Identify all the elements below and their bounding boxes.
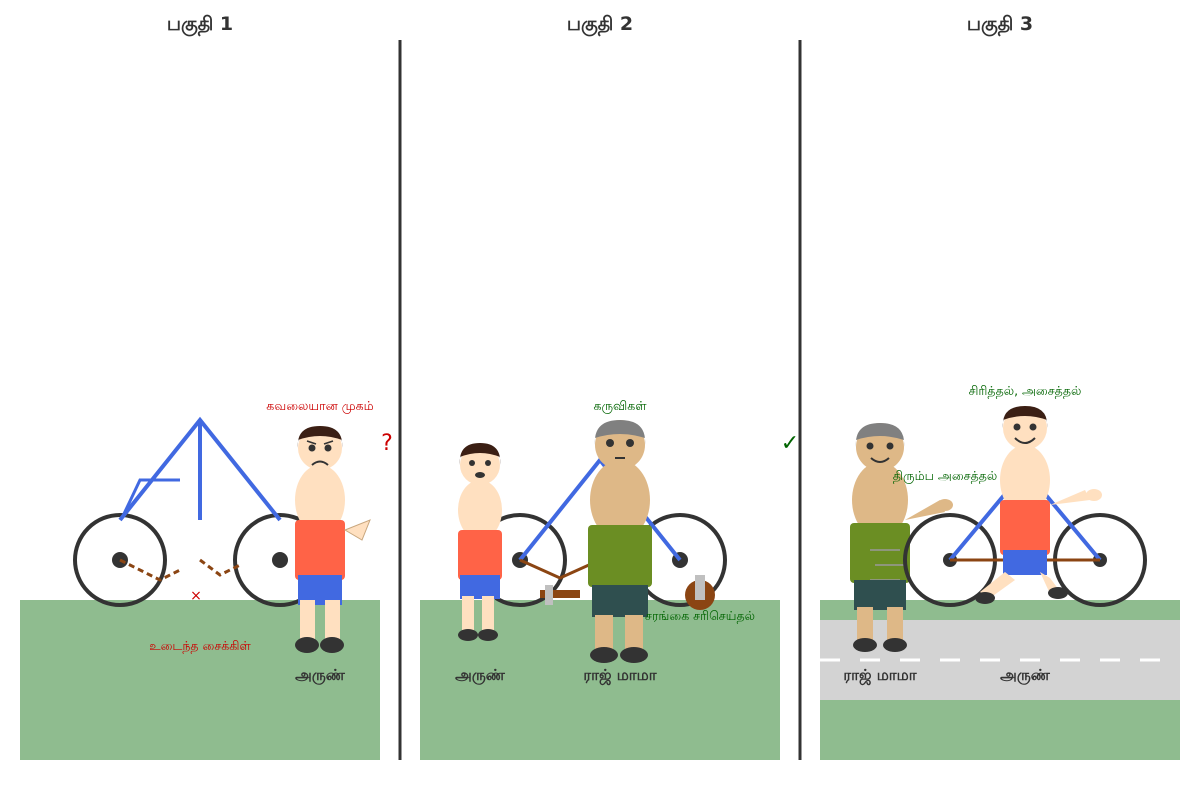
tools — [540, 575, 715, 610]
repair-label: சரங்கை சரிசெய்தல் — [645, 608, 756, 623]
panel-2-arun-name: அருண் — [455, 666, 506, 685]
arun-left-leg — [980, 572, 1015, 598]
tools-label: கருவிகள் — [593, 398, 647, 414]
arun-right-eye — [324, 444, 332, 452]
arun-left-leg — [300, 600, 315, 642]
oil-can-spout — [695, 575, 705, 600]
arun-shorts — [460, 575, 500, 599]
raj-body-skin — [590, 460, 650, 540]
arun-left-eye — [308, 444, 316, 452]
arun-left-leg — [462, 596, 474, 632]
raj-mama-waving — [850, 423, 953, 652]
panel-3-arun-name: அருண் — [1000, 666, 1051, 685]
check-mark: ✓ — [781, 431, 799, 456]
bike-chain — [519, 558, 601, 580]
arun-left-shoe — [458, 629, 478, 641]
smile-wave-label: சிரித்தல், அசைத்தல் — [969, 383, 1082, 398]
arun-shirt — [295, 520, 345, 580]
arun-right-brow — [323, 440, 334, 445]
arun-shirt — [1000, 500, 1050, 555]
bike-handlebar — [120, 478, 180, 519]
panel-1: × ? கவலையான முகம் உடைந்த சைக்கிள் அருண் — [20, 398, 393, 760]
bike-rear-wheel — [73, 513, 167, 607]
arun-right-shoe — [478, 629, 498, 641]
raj-gray-hair — [594, 420, 646, 445]
arun-shirt — [458, 530, 502, 580]
panel-1-ground — [20, 600, 380, 760]
panel-2: கருவிகள் சரங்கை சரிசெய்தல் அருண் ராஜ் மா… — [420, 398, 780, 760]
raj-right-eye — [886, 442, 894, 450]
arun-right-leg — [482, 596, 494, 632]
arun-right-eye — [1029, 423, 1037, 431]
broken-chain — [119, 558, 181, 582]
raj-shirt — [588, 525, 652, 587]
arun-frown — [311, 460, 329, 466]
arun-hair — [459, 443, 501, 465]
arun-body-skin — [1000, 445, 1050, 515]
raj-mama-repairing — [588, 420, 652, 663]
raj-shorts — [592, 585, 648, 617]
wave-back-label: திரும்ப அசைத்தல் — [893, 468, 998, 484]
broken-chain-2 — [199, 558, 241, 577]
raj-right-shoe — [620, 647, 648, 663]
broken-bike-label: உடைந்த சைக்கிள் — [149, 638, 251, 653]
arun-right-eye — [485, 460, 491, 466]
panel-3: ✓ — [781, 383, 1180, 760]
raj-right-leg — [887, 607, 903, 640]
arun-right-shoe — [1048, 587, 1068, 599]
raj-hand — [937, 499, 953, 511]
arun-left-eye — [469, 460, 475, 466]
raj-left-eye — [866, 442, 874, 450]
panel-1-arun-name: அருண் — [295, 666, 346, 685]
panel-2-raj-name: ராஜ் மாமா — [583, 666, 657, 685]
bike-front-hub — [272, 552, 288, 568]
raj-gray-hair — [855, 423, 905, 447]
arun-waving-arm — [1050, 490, 1090, 505]
arun-left-eye — [1013, 423, 1021, 431]
raj-left-shoe — [853, 638, 877, 652]
panel-3-raj-name: ராஜ் மாமா — [843, 666, 917, 685]
arun-worried — [295, 426, 371, 653]
arun-right-shoe — [320, 637, 344, 653]
hammer-handle — [540, 590, 580, 598]
arun-left-shoe — [975, 592, 995, 604]
arun-right-leg — [325, 600, 340, 642]
arun-hair — [1002, 406, 1048, 428]
raj-left-leg — [595, 615, 613, 653]
raj-waving-arm — [905, 500, 945, 520]
panel-3-title: பகுதி 3 — [967, 13, 1033, 37]
panel-1-title: பகுதி 1 — [167, 13, 233, 37]
arun-open-mouth — [475, 472, 485, 478]
arun-riding — [975, 406, 1102, 604]
broken-bicycle: × — [73, 416, 327, 607]
worried-face-label: கவலையான முகம் — [266, 398, 373, 414]
raj-body-skin — [852, 462, 908, 538]
arun-shorts — [1003, 550, 1047, 575]
raj-left-eye — [606, 439, 614, 447]
arun-hand — [1086, 489, 1102, 501]
cross-mark: × — [190, 588, 202, 604]
arun-left-shoe — [295, 637, 319, 653]
panel-2-title: பகுதி 2 — [567, 13, 633, 37]
raj-shirt — [850, 523, 910, 583]
raj-left-leg — [857, 607, 873, 640]
arun-arm — [343, 519, 371, 541]
raj-right-eye — [626, 439, 634, 447]
arun-watching — [458, 443, 502, 641]
arun-head — [460, 445, 500, 485]
arun-hair — [297, 426, 343, 448]
hammer-head — [545, 585, 553, 605]
raj-smile — [870, 457, 890, 463]
arun-left-brow — [306, 440, 317, 445]
raj-left-shoe — [590, 647, 618, 663]
question-mark: ? — [381, 431, 393, 456]
arun-body-skin — [458, 480, 502, 540]
raj-shorts — [854, 580, 906, 610]
raj-right-leg — [625, 615, 643, 653]
raj-right-shoe — [883, 638, 907, 652]
arun-smile — [1014, 437, 1036, 444]
arun-body-skin — [295, 465, 345, 535]
